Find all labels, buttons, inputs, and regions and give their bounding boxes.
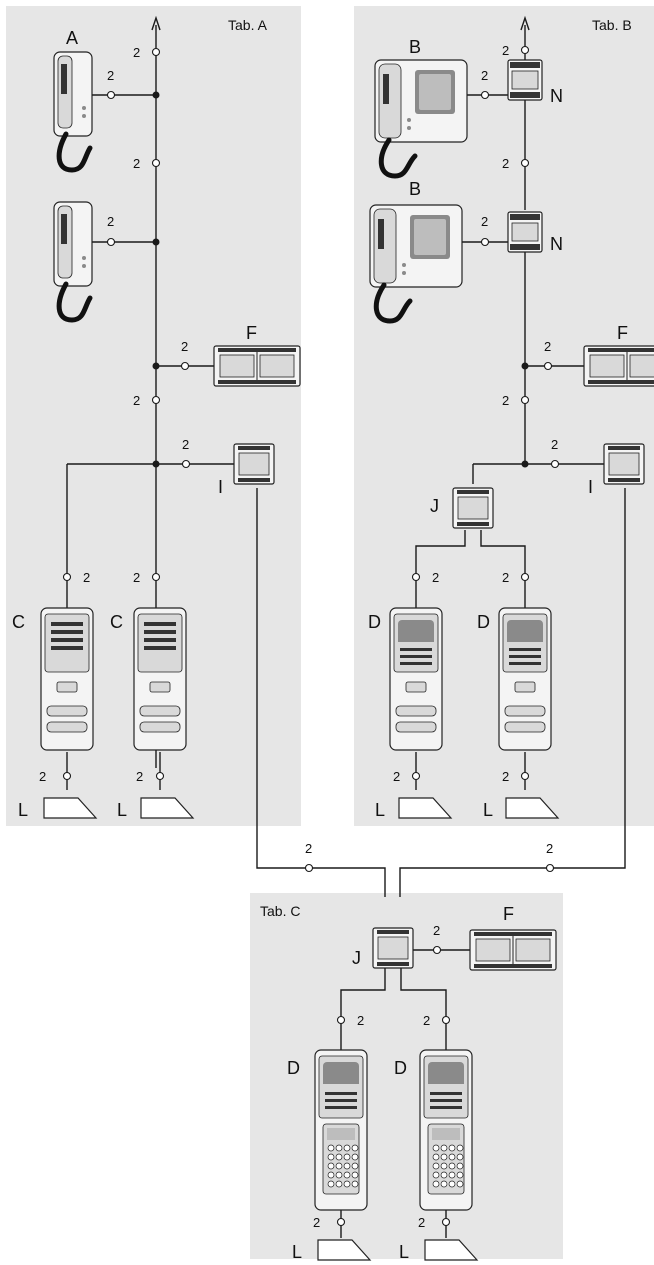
audio-panel-c1: [40, 607, 94, 751]
wire-count-label: 2: [502, 43, 509, 58]
wire-count-label: 2: [181, 339, 188, 354]
wire-count-label: 2: [502, 570, 509, 585]
wire-count-label: 2: [107, 68, 114, 83]
wire-count-label: 2: [357, 1013, 364, 1028]
label-c2: C: [110, 612, 123, 632]
label-l-c1: L: [292, 1242, 302, 1262]
wire-count-label: 2: [133, 570, 140, 585]
label-i-tab-a: I: [218, 477, 223, 497]
label-d2: D: [477, 612, 490, 632]
video-panel-d2: [498, 607, 552, 751]
label-n2: N: [550, 234, 563, 254]
wire-count-label: 2: [136, 769, 143, 784]
tab-a-title: Tab. A: [228, 17, 268, 33]
tab-b-wiring: [399, 15, 626, 897]
label-l-b1: L: [375, 800, 385, 820]
wire-count-label: 2: [133, 156, 140, 171]
label-f-tab-c: F: [503, 904, 514, 924]
wire-count-label: 2: [182, 437, 189, 452]
label-c1: C: [12, 612, 25, 632]
label-a: A: [66, 28, 78, 48]
wire-count-label: 2: [481, 214, 488, 229]
label-b2: B: [409, 179, 421, 199]
wire-count-label: 2: [107, 214, 114, 229]
wire-count-label: 2: [423, 1013, 430, 1028]
label-l-b2: L: [483, 800, 493, 820]
label-i-tab-b: I: [588, 477, 593, 497]
label-j-tab-b: J: [430, 496, 439, 516]
audio-panel-c2: [133, 607, 187, 751]
wire-count-label: 2: [313, 1215, 320, 1230]
label-n1: N: [550, 86, 563, 106]
label-b1: B: [409, 37, 421, 57]
wire-count-label: 2: [83, 570, 90, 585]
distributor-j-c: [372, 927, 414, 969]
keypad-video-panel-d1: [314, 1049, 368, 1211]
wire-count-label: 2: [551, 437, 558, 452]
label-j-tab-c: J: [352, 948, 361, 968]
label-f-tab-a: F: [246, 323, 257, 343]
tab-c-title: Tab. C: [260, 903, 300, 919]
wire-count-label: 2: [418, 1215, 425, 1230]
wire-count-label: 2: [133, 45, 140, 60]
power-supply-a: [213, 345, 301, 387]
label-d3: D: [287, 1058, 300, 1078]
distributor-j-b: [452, 487, 494, 529]
floor-module-n2: [507, 211, 543, 253]
keypad-video-panel-d2: [419, 1049, 473, 1211]
floor-module-n1: [507, 59, 543, 101]
tab-b-title: Tab. B: [592, 17, 632, 33]
wire-count-label: 2: [433, 923, 440, 938]
wire-count-label: 2: [502, 769, 509, 784]
wire-count-label: 2: [432, 570, 439, 585]
label-d1: D: [368, 612, 381, 632]
interface-module-a: [233, 443, 275, 485]
wire-count-label: 2: [546, 841, 553, 856]
video-panel-d1: [389, 607, 443, 751]
wire-count-label: 2: [544, 339, 551, 354]
wire-count-markers: 2 2 2 2 2 2 2 2 2 2 2 2 2 2 2 2 2 2 2 2 …: [39, 43, 560, 1230]
power-supply-c: [469, 929, 557, 971]
label-l-c2: L: [399, 1242, 409, 1262]
wire-count-label: 2: [481, 68, 488, 83]
wire-count-label: 2: [502, 393, 509, 408]
power-supply-b: [583, 345, 654, 387]
wire-count-label: 2: [502, 156, 509, 171]
wire-count-label: 2: [133, 393, 140, 408]
wire-count-label: 2: [39, 769, 46, 784]
label-l-a1: L: [18, 800, 28, 820]
wire-count-label: 2: [393, 769, 400, 784]
label-l-a2: L: [117, 800, 127, 820]
label-f-tab-b: F: [617, 323, 628, 343]
wire-count-label: 2: [305, 841, 312, 856]
label-d4: D: [394, 1058, 407, 1078]
interface-module-b: [603, 443, 645, 485]
